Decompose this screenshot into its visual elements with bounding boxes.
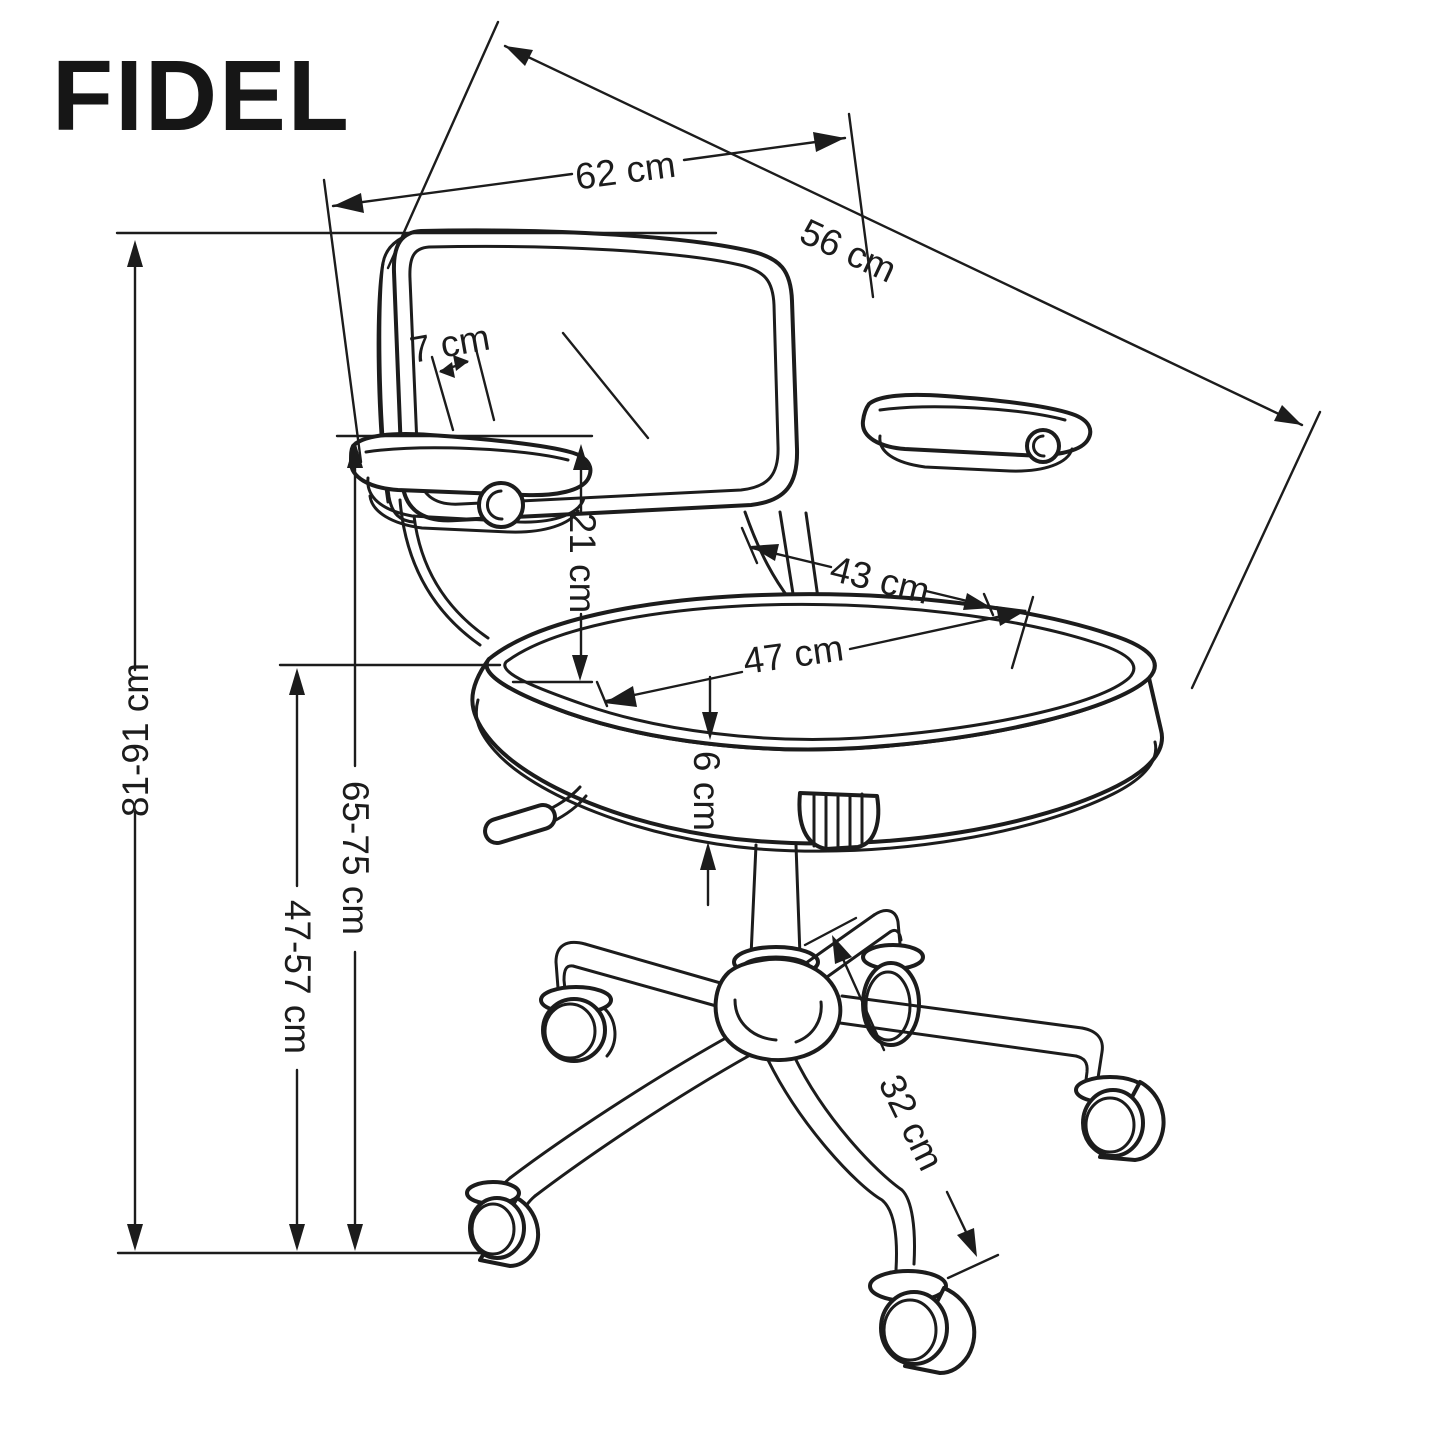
seat: [470, 592, 1164, 853]
dim-47-tick-left: [595, 680, 609, 708]
dim-47-arrow-right: [996, 606, 1027, 626]
dim-seath-arrow-top: [289, 668, 305, 695]
leg-right-tube: [838, 994, 1084, 1058]
base-hub: [713, 956, 843, 1063]
frame-tube-left-outer: [398, 498, 482, 647]
leg-front-left-tube: [508, 1032, 754, 1198]
armrest-right: [860, 392, 1093, 473]
dim-total-label: 81-91 cm: [115, 663, 156, 817]
dim-56-arrow-bottom: [1274, 405, 1302, 425]
armrest-right-pad-piping: [878, 405, 1067, 422]
gas-lever: [483, 785, 588, 846]
dim-62-arrow-left: [333, 193, 364, 213]
dim-62-ext-left: [322, 178, 363, 464]
dim-armh-arrow-bottom: [347, 1224, 363, 1251]
leg-rear-right-elbow: [872, 909, 903, 946]
dim-7-ext-b: [473, 343, 496, 422]
dim-32-label: 32 cm: [871, 1068, 952, 1177]
leg-front-tube: [766, 1054, 916, 1272]
caster-right-rim: [1084, 1096, 1136, 1154]
hub-inner-arc-b: [794, 1000, 823, 1044]
dim-21-arrow-bottom: [572, 655, 588, 681]
dim-56-line: [503, 44, 1304, 427]
dim-seat-height: 47-57 cm: [277, 663, 502, 1251]
dim-6-arrow-up: [700, 842, 716, 870]
dim-56-label: 56 cm: [794, 211, 903, 291]
base-leg-rear-left: [539, 940, 733, 1063]
armrest-left-base: [366, 476, 586, 524]
dim-62-arrow-right: [813, 132, 845, 152]
dim-32-arrow-bottom: [957, 1228, 977, 1257]
dim-43-tick-right: [982, 592, 995, 617]
dim-47-arrow-left: [604, 686, 637, 707]
seat-bottom-piping: [474, 698, 1158, 853]
armrest-left-roll: [477, 481, 525, 529]
dim-7-arrow-left: [439, 362, 455, 378]
mechanism-ribs: [812, 792, 864, 850]
dim-armh-arrow-top: [347, 441, 363, 468]
base-leg-right: [838, 994, 1166, 1162]
armrest-right-roll-inner: [1032, 434, 1046, 458]
dim-32-tick-top: [803, 916, 858, 947]
dim-7-ext-a: [430, 355, 455, 432]
dim-seath-arrow-bottom: [289, 1224, 305, 1251]
dim-56-ext-top: [386, 20, 500, 270]
dim-21-label: 21 cm: [562, 513, 603, 614]
dim-47-tick-right: [1010, 595, 1035, 670]
armrest-left-base2: [368, 494, 580, 534]
armrest-right-base: [878, 434, 1074, 473]
seat-top: [484, 592, 1157, 752]
dim-43-arrow-right: [963, 593, 992, 610]
dim-32-tick-bottom: [946, 1253, 1000, 1280]
armrest-right-roll: [1025, 428, 1061, 464]
dim-32-arrow-top: [832, 935, 852, 964]
dim-6-label: 6 cm: [686, 751, 727, 831]
caster-front-left-wheel: [468, 1196, 526, 1260]
caster-front-rim: [882, 1298, 938, 1362]
dim-32-line: [841, 957, 969, 1236]
dim-43-tick-left: [740, 526, 759, 565]
dim-7-arrow-right: [453, 355, 469, 371]
product-title: FIDEL: [52, 40, 351, 152]
hub-inner-arc-a: [733, 998, 778, 1042]
leg-right-elbow: [1074, 1026, 1104, 1082]
frame-tube-center-b: [804, 511, 820, 600]
dim-7-leader: [561, 331, 650, 440]
dim-armrest-height: 65-75 cm: [335, 434, 594, 1251]
dim-43-arrow-left: [750, 544, 779, 561]
dim-6-arrow-down: [702, 712, 718, 740]
base-leg-front: [766, 1054, 977, 1375]
base-leg-rear-right: [804, 909, 925, 1047]
seat-top-piping: [503, 602, 1136, 741]
frame-tube-left-inner: [412, 514, 490, 640]
dim-seath-label: 47-57 cm: [277, 900, 318, 1054]
dim-seat-thickness: 6 cm: [686, 675, 727, 907]
lever-paddle: [483, 802, 557, 846]
dim-56-arrow-top: [505, 46, 533, 66]
leg-rear-left-elbow: [554, 940, 587, 992]
dim-armh-label: 65-75 cm: [335, 781, 376, 935]
dim-62-ext-right: [847, 112, 875, 299]
dim-21-arrow-top: [573, 444, 589, 470]
armrest-left-pad-piping: [364, 446, 570, 462]
dim-total-arrow-bottom: [127, 1224, 143, 1251]
dim-56-ext-bottom: [1190, 410, 1322, 690]
base-leg-front-left: [465, 1032, 754, 1268]
dim-total-height: 81-91 cm: [115, 231, 718, 1251]
dim-62-label: 62 cm: [573, 144, 678, 198]
leg-rear-left-tube: [571, 942, 733, 1011]
column-sides: [749, 843, 802, 958]
caster-front-left-rim: [470, 1202, 516, 1256]
caster-rear-left-rim: [543, 1002, 597, 1060]
armrest-left-roll-inner: [486, 489, 504, 521]
dim-armrest-over-seat: 21 cm: [511, 444, 603, 684]
backrest-frame-tubes: [398, 498, 820, 647]
leg-rear-right-tube: [804, 913, 892, 984]
dim-total-arrow-top: [127, 240, 143, 267]
caster-rear-left-housing: [602, 1006, 617, 1058]
seat-mechanism: [797, 791, 881, 851]
